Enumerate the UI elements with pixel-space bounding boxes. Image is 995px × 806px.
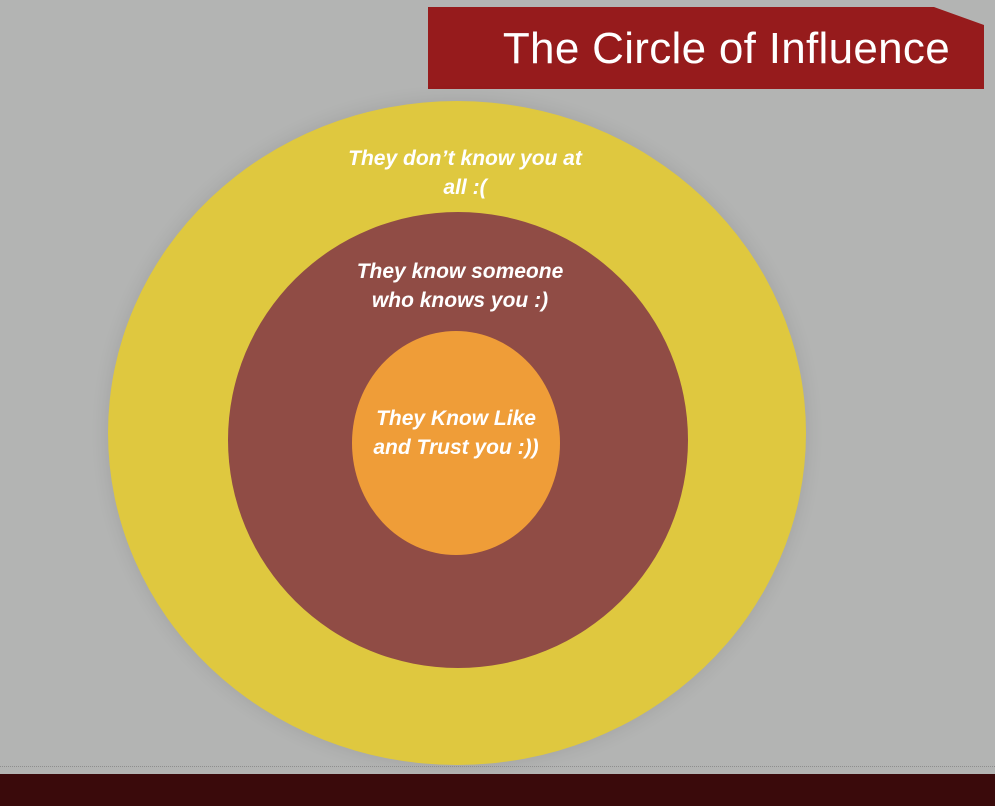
bottom-divider [0, 766, 995, 767]
middle-circle-label: They know someone who knows you :) [356, 260, 564, 312]
inner-circle-label: They Know Like and Trust you :)) [373, 407, 539, 459]
title-banner: The Circle of Influence [428, 7, 984, 89]
outer-circle-label: They don’t know you at all :( [348, 147, 582, 199]
bottom-bar [0, 774, 995, 806]
slide-title: The Circle of Influence [502, 24, 950, 73]
inner-circle [352, 331, 560, 555]
